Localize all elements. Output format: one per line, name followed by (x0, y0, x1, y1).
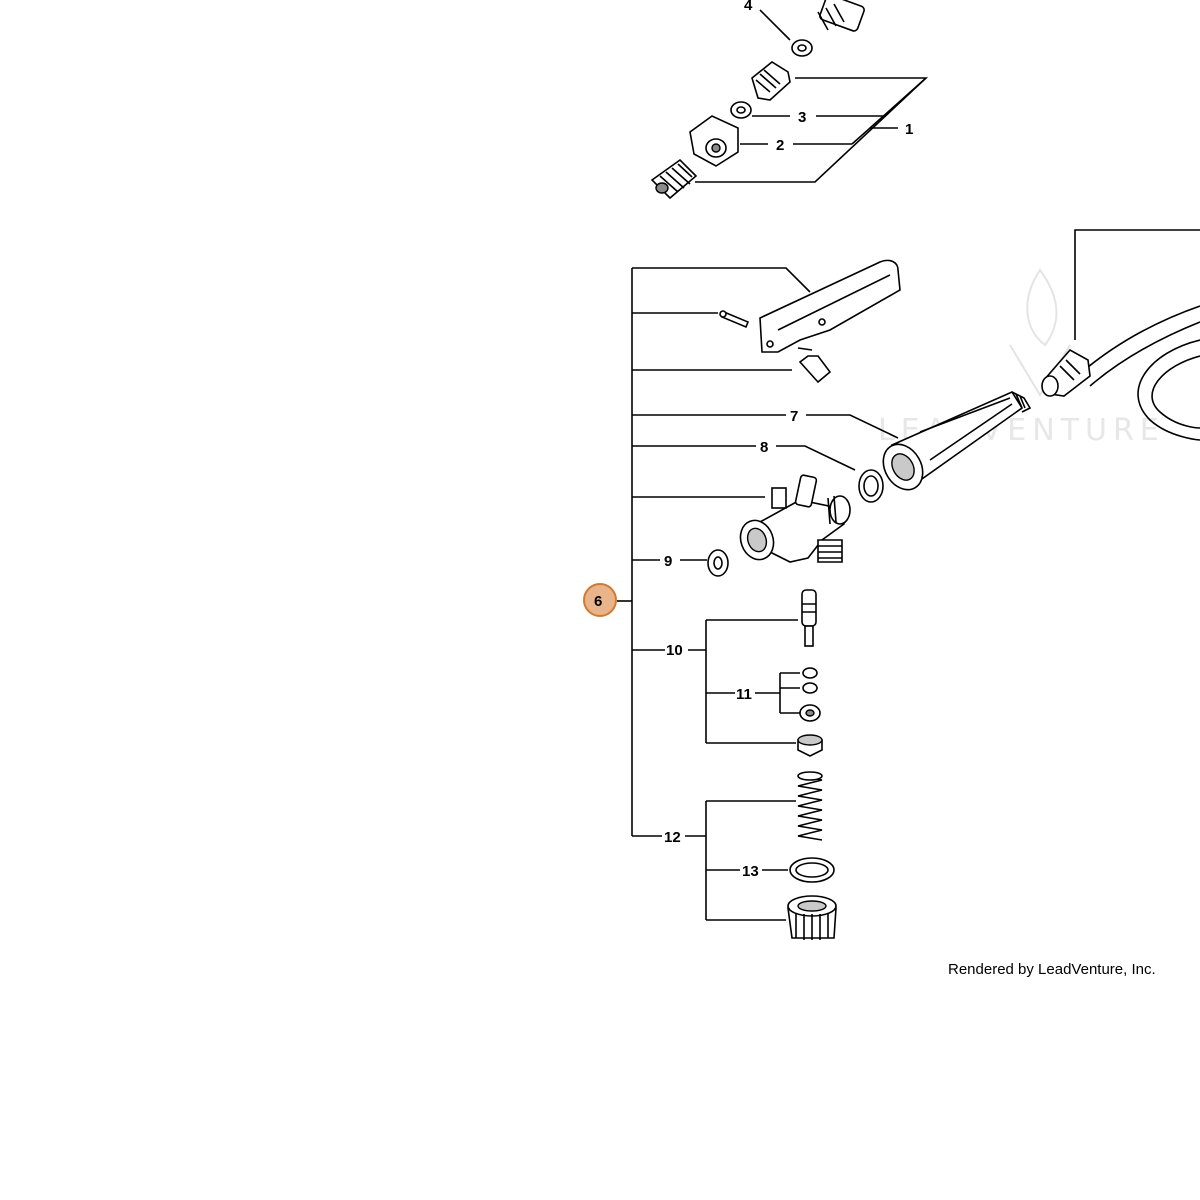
valve-body (739, 474, 851, 563)
callout-6[interactable]: 6 (594, 593, 602, 610)
o-ring-2 (802, 682, 818, 694)
nozzle-body (689, 115, 739, 167)
callout-8[interactable]: 8 (760, 439, 768, 456)
o-ring-1 (802, 667, 818, 679)
callout-12[interactable]: 12 (664, 829, 681, 846)
knurled-cap (650, 158, 698, 200)
callout-6-highlight[interactable]: 6 (583, 583, 617, 617)
footer-credit: Rendered by LeadVenture, Inc. (948, 961, 1156, 978)
flame-icon (1026, 268, 1058, 347)
watermark: LEADVENTURE (878, 268, 1159, 448)
trigger-lever (759, 259, 901, 353)
callout-11[interactable]: 11 (736, 686, 752, 703)
cap-nut (787, 895, 837, 940)
highlight-circle (583, 583, 617, 617)
callout-4[interactable]: 4 (744, 0, 753, 14)
spring-clip (798, 355, 832, 384)
top-fitting (817, 0, 865, 32)
spring (797, 771, 823, 841)
hose (1041, 229, 1200, 441)
callout-13[interactable]: 13 (742, 863, 759, 880)
extension-tube (882, 390, 1032, 491)
callout-3[interactable]: 3 (798, 109, 806, 126)
nozzle-assembly: 4 3 2 1 (650, 0, 929, 200)
trigger-pin (719, 310, 750, 329)
trigger-gun-assembly: 7 8 9 10 11 12 13 6 (583, 229, 1200, 940)
callout-7[interactable]: 7 (790, 408, 798, 425)
callout-10[interactable]: 10 (666, 642, 683, 659)
valve-seat (797, 734, 823, 757)
valve-stem (801, 589, 817, 647)
nozzle-insert (751, 61, 791, 101)
callout-1[interactable]: 1 (905, 121, 913, 138)
callout-2[interactable]: 2 (776, 137, 784, 154)
callout-9[interactable]: 9 (664, 553, 672, 570)
